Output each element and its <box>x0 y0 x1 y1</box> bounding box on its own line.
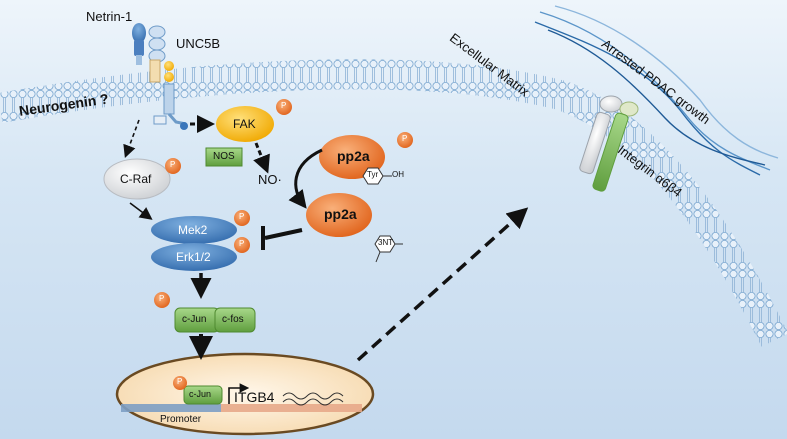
promoter-label: Promoter <box>160 414 202 425</box>
pathway-arrows <box>123 115 529 362</box>
phospho-fak-label: P <box>281 101 287 110</box>
mek2-label: Mek2 <box>178 223 208 237</box>
fak-node <box>216 106 274 142</box>
pp2a-top-label: pp2a <box>337 148 370 164</box>
tyr-label: Tyr <box>367 170 379 179</box>
phospho-cjun-label: P <box>159 294 165 303</box>
phospho-pp2a <box>397 132 413 148</box>
unc5b-label: UNC5B <box>176 36 221 51</box>
oh-label: OH <box>392 170 404 179</box>
mrna-transcript <box>282 392 344 406</box>
nucleus-cjun-label: c-Jun <box>189 389 212 399</box>
unc5b-receptor <box>148 25 188 130</box>
cfos-label: c-fos <box>222 314 244 325</box>
itgb4-label: ITGB4 <box>234 389 275 405</box>
dna-strand <box>221 404 362 412</box>
phospho-cjun <box>154 292 170 308</box>
nt3-label: 3NT <box>378 238 394 247</box>
netrin-label: Netrin-1 <box>86 9 133 24</box>
tyrosine-hexagon <box>362 167 392 185</box>
craf-label: C-Raf <box>120 172 152 186</box>
phospho-cjun-nucleus-label: P <box>177 377 183 386</box>
nitrotyrosine-hexagon <box>374 235 403 263</box>
extracellular-matrix-fibers <box>534 5 779 176</box>
erk-node <box>151 243 237 271</box>
transcription-start-arrow <box>228 383 250 404</box>
phospho-fak <box>276 99 292 115</box>
fak-label: FAK <box>233 117 256 131</box>
phospho-erk-label: P <box>239 239 245 248</box>
mek2-node <box>151 216 237 244</box>
cjun-nucleus-node <box>183 385 223 405</box>
pp2a-node-bottom <box>306 193 372 237</box>
nos-label: NOS <box>213 151 235 162</box>
phospho-cjun-nucleus <box>173 376 187 390</box>
netrin-ligand <box>132 23 146 65</box>
erk-label: Erk1/2 <box>176 250 211 264</box>
cfos-node <box>214 307 256 333</box>
phospho-mek2-label: P <box>239 212 245 221</box>
integrin-a6b4 <box>579 95 639 192</box>
phospho-pp2a-label: P <box>402 134 408 143</box>
pp2a-bottom-label: pp2a <box>324 206 357 222</box>
craf-node <box>103 158 171 200</box>
no-label: NO· <box>258 172 282 187</box>
phospho-craf <box>165 158 181 174</box>
phospho-mek2 <box>234 210 250 226</box>
phospho-erk <box>234 237 250 253</box>
cell-membrane <box>0 59 787 347</box>
phospho-craf-label: P <box>170 160 176 169</box>
nucleus <box>115 352 375 436</box>
cjun-label: c-Jun <box>182 314 207 325</box>
promoter-region <box>121 404 221 412</box>
nos-node <box>205 147 243 167</box>
